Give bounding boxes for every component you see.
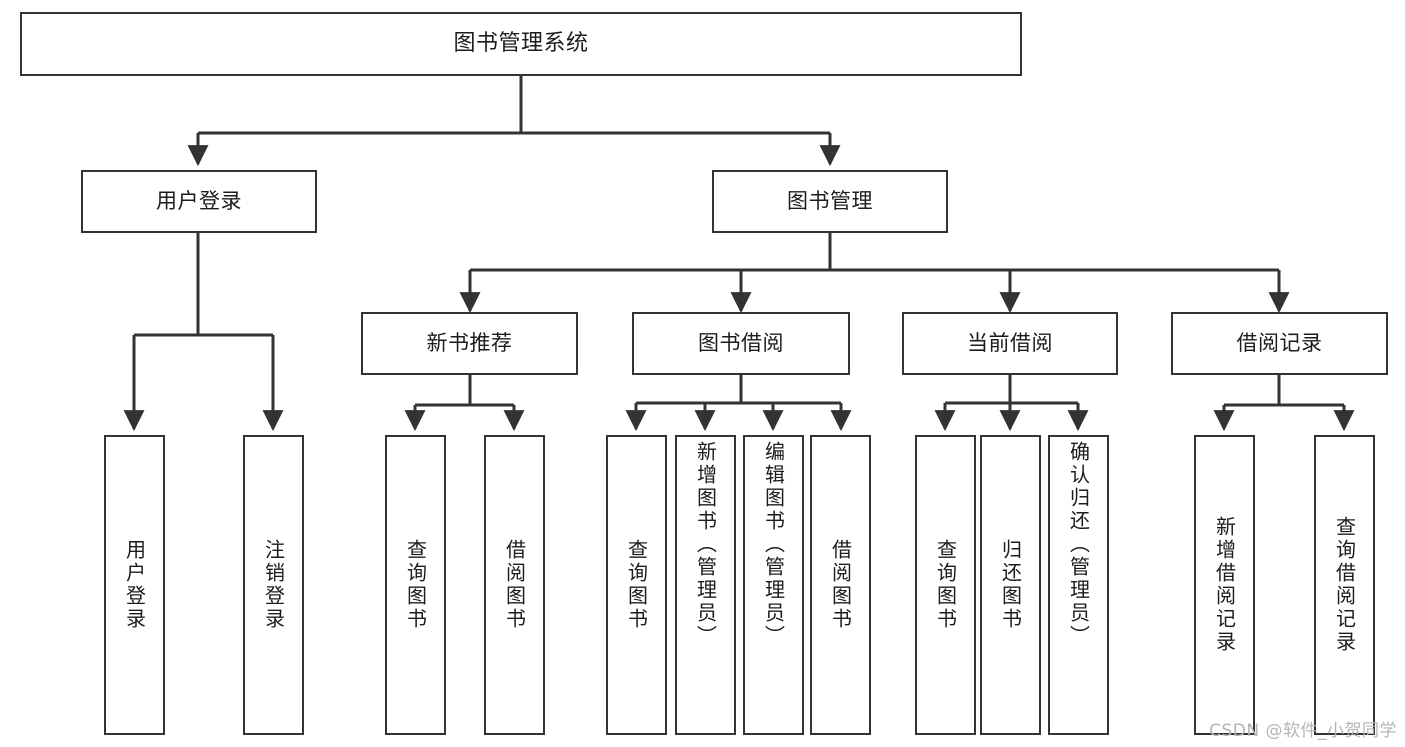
node-leaf-cb-return-book-label: 归还图书: [998, 539, 1023, 631]
node-new-book-recommend-label: 新书推荐: [426, 331, 513, 356]
node-borrow-record-label: 借阅记录: [1236, 331, 1323, 356]
node-new-book-recommend[interactable]: 新书推荐: [361, 312, 578, 375]
node-leaf-cb-confirm-return-label: 确认归还（管理员）: [1066, 441, 1091, 648]
node-book-manage-label: 图书管理: [787, 189, 873, 214]
node-borrow-record[interactable]: 借阅记录: [1171, 312, 1388, 375]
node-leaf-nb-borrow-book-label: 借阅图书: [502, 539, 527, 631]
node-leaf-bb-query-book-label: 查询图书: [624, 539, 649, 631]
node-leaf-br-add-record[interactable]: 新增借阅记录: [1194, 435, 1255, 735]
node-leaf-logout-label: 注销登录: [261, 539, 286, 631]
node-leaf-logout[interactable]: 注销登录: [243, 435, 304, 735]
node-root[interactable]: 图书管理系统: [20, 12, 1022, 76]
node-leaf-bb-edit-book-label: 编辑图书（管理员）: [761, 441, 786, 648]
node-leaf-nb-borrow-book[interactable]: 借阅图书: [484, 435, 545, 735]
node-leaf-bb-edit-book[interactable]: 编辑图书（管理员）: [743, 435, 804, 735]
node-user-login-label: 用户登录: [156, 189, 242, 214]
node-leaf-cb-return-book[interactable]: 归还图书: [980, 435, 1041, 735]
node-root-label: 图书管理系统: [453, 31, 589, 57]
node-book-borrow-label: 图书借阅: [698, 331, 784, 356]
node-leaf-br-query-record[interactable]: 查询借阅记录: [1314, 435, 1375, 735]
node-current-borrow[interactable]: 当前借阅: [902, 312, 1118, 375]
node-leaf-bb-query-book[interactable]: 查询图书: [606, 435, 667, 735]
csdn-watermark: CSDN @软件_小贺同学: [1209, 721, 1397, 741]
node-book-borrow[interactable]: 图书借阅: [632, 312, 850, 375]
node-user-login[interactable]: 用户登录: [81, 170, 317, 233]
node-leaf-user-login-label: 用户登录: [122, 539, 147, 631]
node-leaf-user-login[interactable]: 用户登录: [104, 435, 165, 735]
node-leaf-bb-borrow-book[interactable]: 借阅图书: [810, 435, 871, 735]
node-leaf-bb-add-book-label: 新增图书（管理员）: [693, 441, 718, 648]
node-current-borrow-label: 当前借阅: [967, 331, 1053, 356]
node-leaf-br-add-record-label: 新增借阅记录: [1212, 516, 1237, 654]
node-leaf-cb-query-book[interactable]: 查询图书: [915, 435, 976, 735]
node-leaf-br-query-record-label: 查询借阅记录: [1332, 516, 1357, 654]
node-leaf-bb-borrow-book-label: 借阅图书: [828, 539, 853, 631]
node-leaf-bb-add-book[interactable]: 新增图书（管理员）: [675, 435, 736, 735]
node-book-manage[interactable]: 图书管理: [712, 170, 948, 233]
node-leaf-nb-query-book-label: 查询图书: [403, 539, 428, 631]
node-leaf-cb-confirm-return[interactable]: 确认归还（管理员）: [1048, 435, 1109, 735]
node-leaf-nb-query-book[interactable]: 查询图书: [385, 435, 446, 735]
node-leaf-cb-query-book-label: 查询图书: [933, 539, 958, 631]
